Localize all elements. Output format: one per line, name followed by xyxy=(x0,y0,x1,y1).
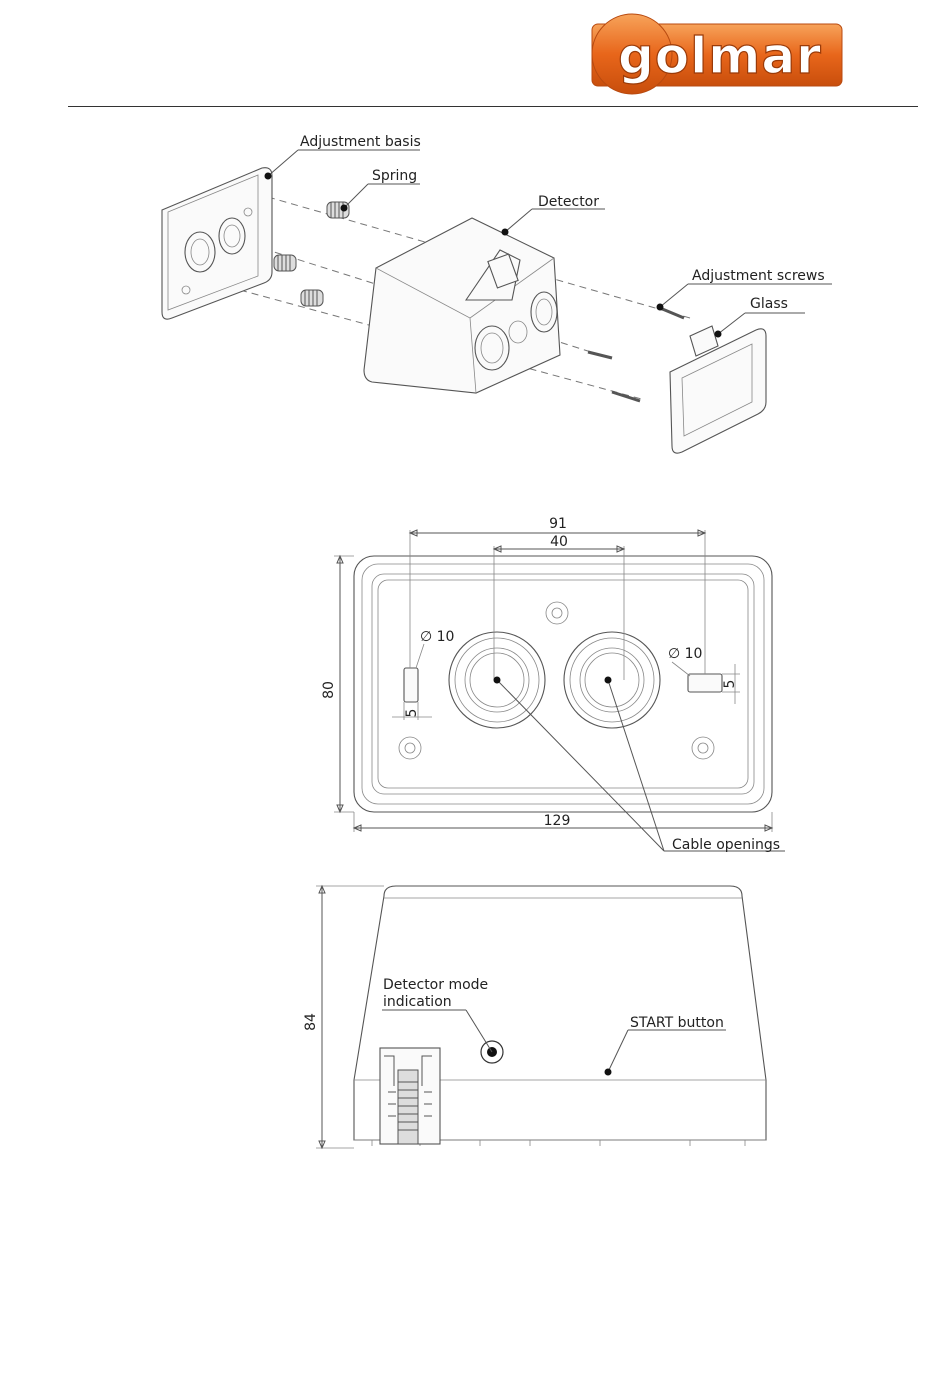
golmar-logo: golmar xyxy=(588,10,846,98)
detector-label: Detector xyxy=(538,194,599,210)
front-view-diagram: 91 40 80 129 ∅ 10 ∅ 10 5 xyxy=(0,505,950,865)
detector-mode-label-line1: Detector mode xyxy=(383,977,488,993)
dimension-80: 80 xyxy=(321,556,354,812)
spring-part xyxy=(274,202,349,306)
dimension-129: 129 xyxy=(354,812,772,832)
glass-label: Glass xyxy=(750,296,788,312)
slot-right xyxy=(688,674,722,692)
slot-left-text: 5 xyxy=(404,709,420,718)
adjustment-basis-label: Adjustment basis xyxy=(300,134,421,150)
header-divider xyxy=(68,106,918,107)
slot-left xyxy=(404,668,418,702)
dimension-91-text: 91 xyxy=(549,516,567,532)
side-view-diagram: 84 Detector mode indication START button xyxy=(0,870,950,1160)
hole-left-text: ∅ 10 xyxy=(420,629,454,645)
cable-opening-right xyxy=(564,632,660,728)
callout-detector: Detector xyxy=(502,194,606,236)
adjustment-screws-label: Adjustment screws xyxy=(692,268,825,284)
exploded-view-diagram: Adjustment basis Spring Detector Adjustm… xyxy=(0,120,950,465)
start-button-label: START button xyxy=(630,1015,724,1031)
hole-right-text: ∅ 10 xyxy=(668,646,702,662)
dimension-40-text: 40 xyxy=(550,534,568,550)
adjustment-basis-part xyxy=(162,168,272,319)
dimension-84-text: 84 xyxy=(303,1013,319,1031)
cable-gland-section xyxy=(380,1048,440,1144)
detector-mode-label-line2: indication xyxy=(383,994,452,1010)
callout-spring: Spring xyxy=(341,168,421,212)
logo-text: golmar xyxy=(618,27,822,85)
slot-right-text: 5 xyxy=(722,680,738,689)
glass-part xyxy=(670,326,766,453)
detector-part xyxy=(364,218,560,393)
dimension-80-text: 80 xyxy=(321,681,337,699)
dimension-129-text: 129 xyxy=(544,813,571,829)
adjustment-screws-part xyxy=(588,308,684,401)
callout-adjustment-screws: Adjustment screws xyxy=(657,268,833,311)
cable-openings-label: Cable openings xyxy=(672,837,780,853)
spring-label: Spring xyxy=(372,168,417,184)
